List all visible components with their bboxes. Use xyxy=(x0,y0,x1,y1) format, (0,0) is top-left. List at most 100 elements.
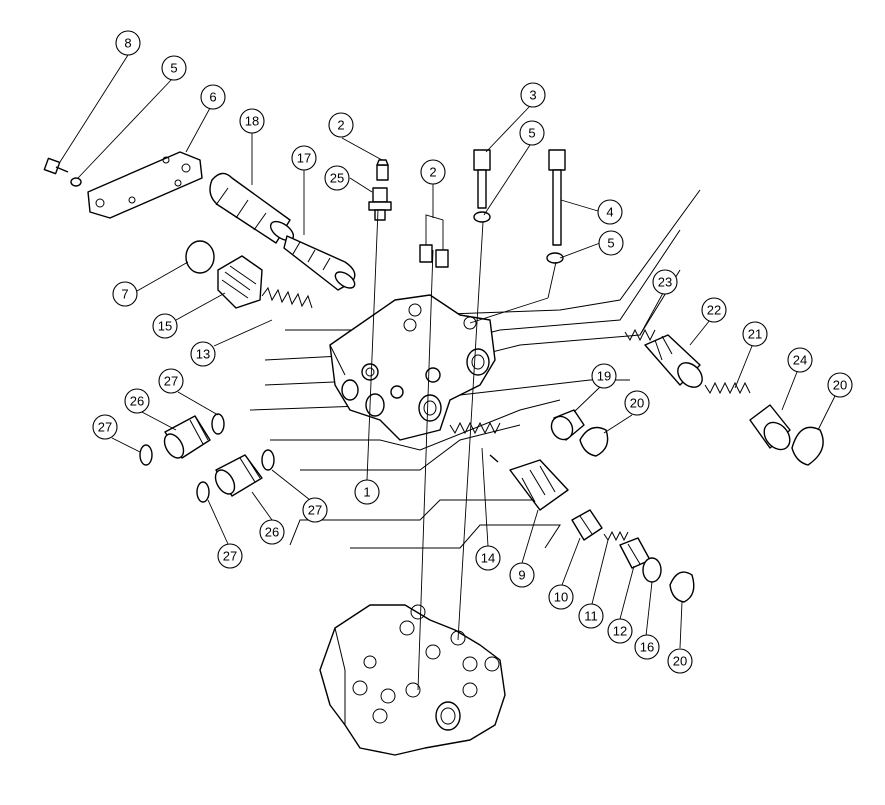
o-ring-7 xyxy=(185,240,215,274)
callout-8: 8 xyxy=(115,30,141,56)
plug-24 xyxy=(749,404,791,451)
spool-9 xyxy=(509,459,569,511)
o-ring-27-a xyxy=(139,444,153,466)
o-ring-27-d xyxy=(196,481,210,503)
svg-text:13: 13 xyxy=(196,347,210,362)
callout-16: 16 xyxy=(634,634,660,660)
svg-text:5: 5 xyxy=(170,61,177,76)
callout-20: 20 xyxy=(667,648,693,674)
callout-bubbles: 8 5 6 18 2 17 25 2 3 5 4 5 7 15 13 23 22… xyxy=(92,30,853,674)
svg-text:27: 27 xyxy=(223,549,237,564)
callout-26: 26 xyxy=(124,388,150,414)
leader-lines xyxy=(59,54,836,691)
callout-22: 22 xyxy=(701,297,727,323)
svg-text:20: 20 xyxy=(673,654,687,669)
callout-7: 7 xyxy=(112,281,138,307)
callout-3: 3 xyxy=(520,82,546,108)
svg-text:19: 19 xyxy=(597,369,611,384)
lower-housing xyxy=(319,604,506,756)
plug-26-upper xyxy=(163,415,211,459)
callout-1: 1 xyxy=(354,479,380,505)
callout-20: 20 xyxy=(624,390,650,416)
svg-text:9: 9 xyxy=(518,568,525,583)
svg-text:5: 5 xyxy=(528,126,535,141)
callout-15: 15 xyxy=(152,313,178,339)
callout-5: 5 xyxy=(519,120,545,146)
o-ring-27-c xyxy=(261,449,275,471)
callout-4: 4 xyxy=(597,199,623,225)
callout-10: 10 xyxy=(548,584,574,610)
bolt-3 xyxy=(473,149,491,223)
callout-21: 21 xyxy=(742,321,768,347)
callout-2: 2 xyxy=(328,112,354,138)
fitting-25 xyxy=(368,187,392,221)
spool-17 xyxy=(283,235,356,291)
svg-text:2: 2 xyxy=(337,118,344,133)
callout-12: 12 xyxy=(607,618,633,644)
callout-6: 6 xyxy=(200,84,226,110)
valve-body xyxy=(329,294,496,441)
callout-27: 27 xyxy=(158,368,184,394)
plug-15 xyxy=(217,255,263,309)
svg-text:10: 10 xyxy=(554,590,568,605)
svg-text:14: 14 xyxy=(481,551,495,566)
callout-11: 11 xyxy=(578,603,604,629)
svg-text:27: 27 xyxy=(98,420,112,435)
callout-19: 19 xyxy=(591,363,617,389)
callout-25: 25 xyxy=(324,165,350,191)
spool-14 xyxy=(449,421,501,463)
spring-11 xyxy=(603,530,629,542)
svg-text:20: 20 xyxy=(833,378,847,393)
svg-text:26: 26 xyxy=(265,525,279,540)
snap-ring-20-center xyxy=(579,426,609,457)
spool-18 xyxy=(209,172,295,244)
bolt-8 xyxy=(43,157,82,187)
washer-16 xyxy=(642,557,662,583)
snap-ring-20-lower xyxy=(669,571,695,603)
svg-text:8: 8 xyxy=(124,36,131,51)
svg-text:5: 5 xyxy=(607,236,614,251)
svg-text:7: 7 xyxy=(121,287,128,302)
callout-17: 17 xyxy=(291,145,317,171)
callout-9: 9 xyxy=(509,562,535,588)
callout-20: 20 xyxy=(827,372,853,398)
plug-26-lower xyxy=(214,454,263,497)
svg-text:27: 27 xyxy=(308,503,322,518)
callout-24: 24 xyxy=(787,347,813,373)
plug-19 xyxy=(550,409,585,441)
bolt-4 xyxy=(546,149,566,264)
callout-5: 5 xyxy=(598,230,624,256)
cover-plate xyxy=(87,151,203,219)
callout-2: 2 xyxy=(420,159,446,185)
svg-text:3: 3 xyxy=(529,88,536,103)
svg-text:21: 21 xyxy=(748,327,762,342)
callout-18: 18 xyxy=(239,108,265,134)
svg-text:2: 2 xyxy=(429,165,436,180)
callout-27: 27 xyxy=(217,543,243,569)
spool-22 xyxy=(644,334,703,388)
o-ring-27-b xyxy=(211,413,225,435)
svg-text:1: 1 xyxy=(363,485,370,500)
snap-ring-20-right xyxy=(791,426,824,466)
callout-5: 5 xyxy=(161,55,187,81)
callout-13: 13 xyxy=(190,341,216,367)
svg-text:22: 22 xyxy=(707,303,721,318)
svg-text:27: 27 xyxy=(164,374,178,389)
callout-23: 23 xyxy=(652,269,678,295)
callout-27: 27 xyxy=(92,414,118,440)
svg-text:24: 24 xyxy=(793,353,807,368)
callout-26: 26 xyxy=(259,519,285,545)
plug-2-a xyxy=(376,159,389,181)
plug-2-b xyxy=(419,244,449,268)
svg-text:6: 6 xyxy=(209,90,216,105)
spring-21 xyxy=(704,381,751,395)
spring-13 xyxy=(261,286,313,309)
spring-23 xyxy=(624,328,656,342)
svg-text:18: 18 xyxy=(245,114,259,129)
callout-27: 27 xyxy=(302,497,328,523)
svg-text:15: 15 xyxy=(158,319,172,334)
svg-text:4: 4 xyxy=(606,205,613,220)
svg-text:12: 12 xyxy=(613,624,627,639)
svg-text:25: 25 xyxy=(330,171,344,186)
